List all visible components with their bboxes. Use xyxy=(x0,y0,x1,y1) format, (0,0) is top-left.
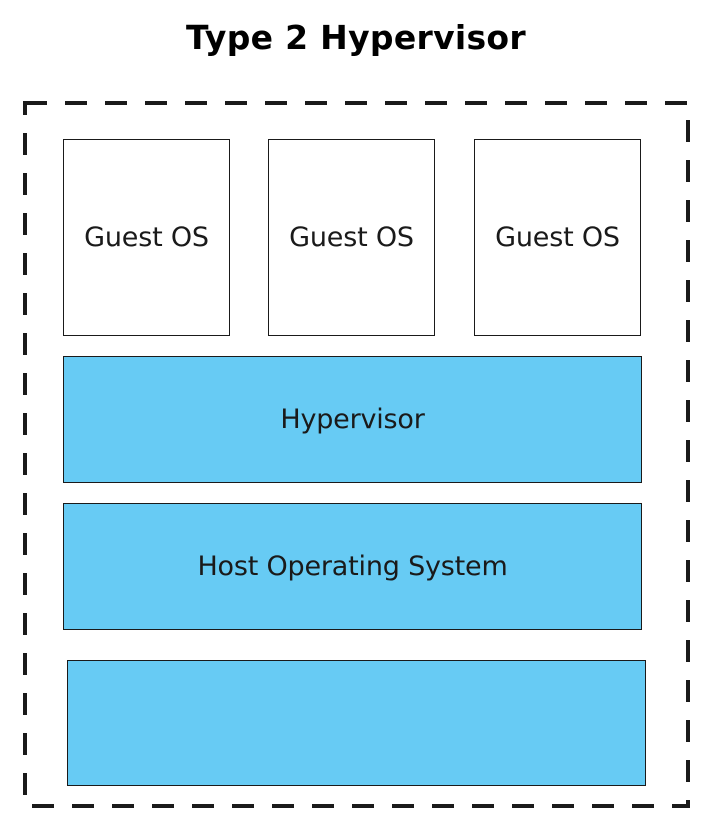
hypervisor-label: Hypervisor xyxy=(280,404,425,435)
guest-os-box-1: Guest OS xyxy=(63,139,230,336)
guest-os-label: Guest OS xyxy=(495,222,620,253)
host-os-label: Host Operating System xyxy=(197,551,508,582)
guest-os-label: Guest OS xyxy=(289,222,414,253)
diagram-title: Type 2 Hypervisor xyxy=(186,18,526,57)
guest-os-box-3: Guest OS xyxy=(474,139,641,336)
hypervisor-layer: Hypervisor xyxy=(63,356,642,483)
hardware-layer xyxy=(67,660,646,786)
host-os-layer: Host Operating System xyxy=(63,503,642,630)
guest-os-label: Guest OS xyxy=(84,222,209,253)
guest-os-box-2: Guest OS xyxy=(268,139,435,336)
